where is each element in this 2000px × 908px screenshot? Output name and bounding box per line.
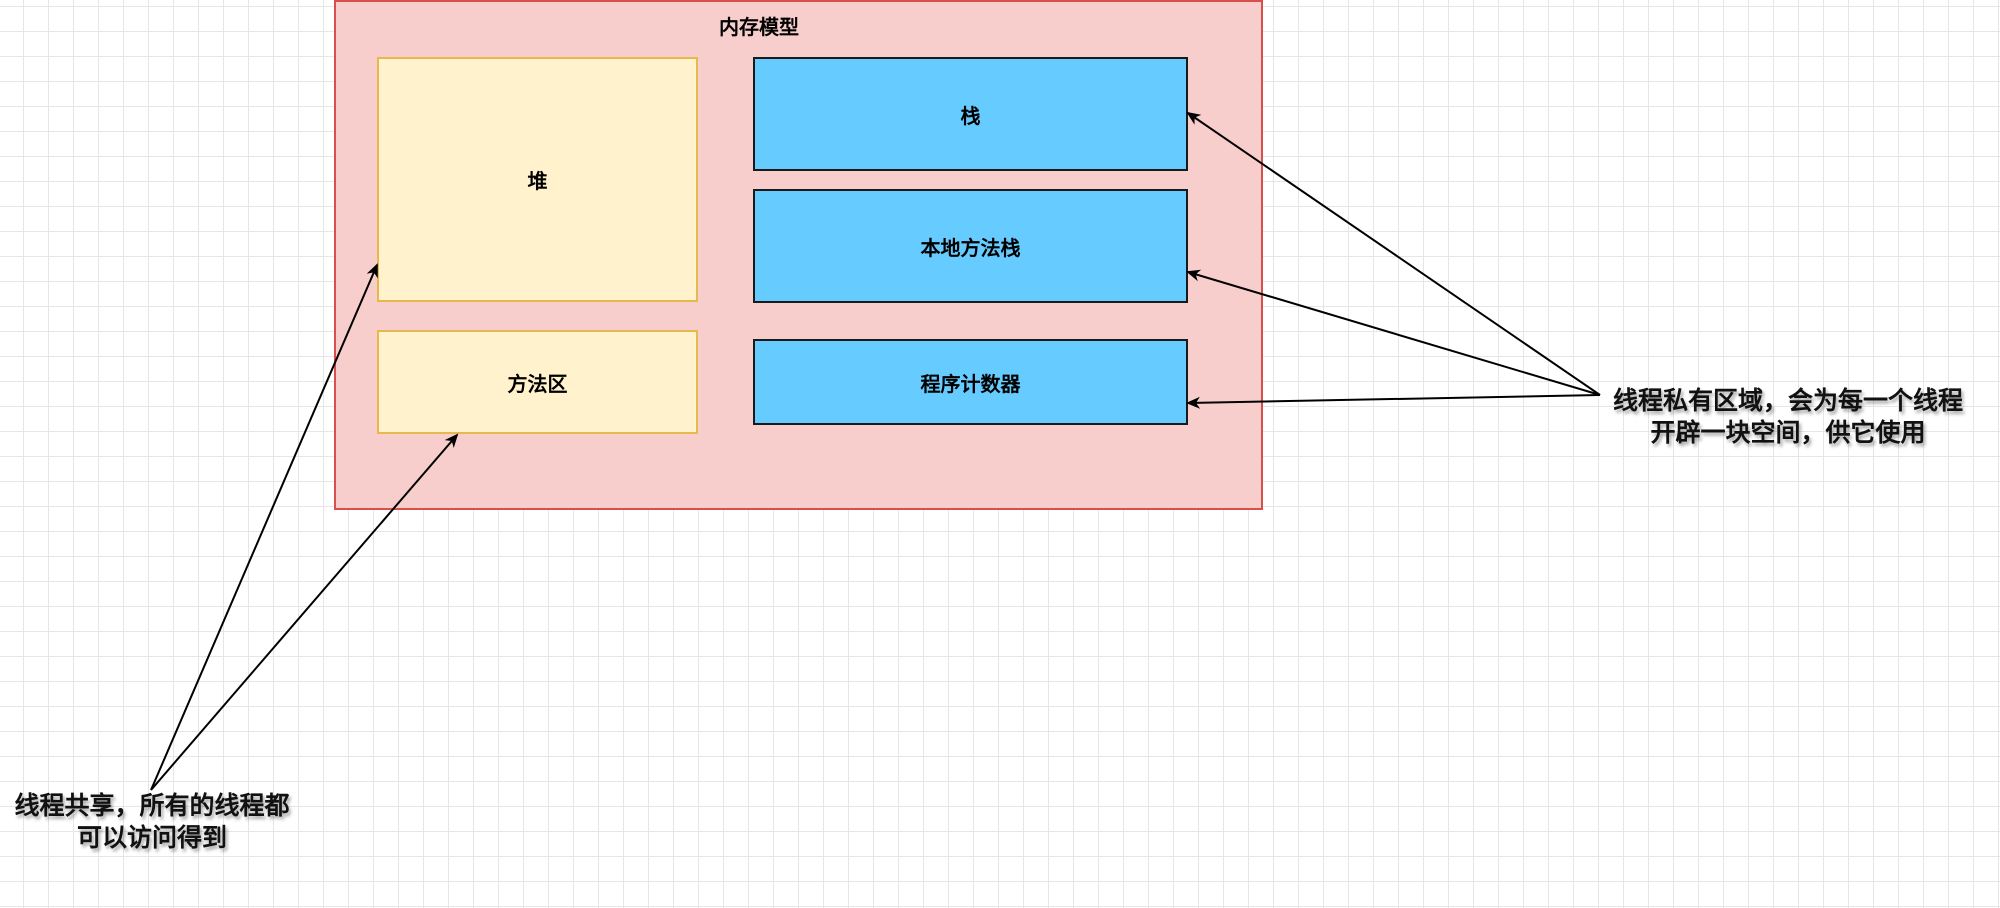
- method-area-box: 方法区: [377, 330, 698, 434]
- method-area-label: 方法区: [507, 371, 568, 396]
- native-method-stack-label: 本地方法栈: [920, 235, 1021, 260]
- thread-shared-note-line1: 线程共享，所有的线程都: [14, 791, 290, 820]
- stack-label: 栈: [960, 103, 981, 128]
- thread-private-note: 线程私有区域，会为每一个线程 开辟一块空间，供它使用: [1598, 385, 1978, 449]
- arrow-private-to-native-stack: [1186, 269, 1601, 396]
- stack-box: 栈: [753, 57, 1188, 171]
- thread-shared-note-line2: 可以访问得到: [76, 823, 227, 852]
- native-method-stack-box: 本地方法栈: [753, 189, 1188, 303]
- thread-private-note-line2: 开辟一块空间，供它使用: [1650, 418, 1926, 447]
- heap-box: 堆: [377, 57, 698, 302]
- arrow-shared-to-method-area: [150, 433, 459, 791]
- program-counter-box: 程序计数器: [753, 339, 1188, 425]
- arrow-private-to-program-counter: [1186, 394, 1601, 409]
- memory-model-title: 内存模型: [719, 15, 799, 39]
- thread-shared-note: 线程共享，所有的线程都 可以访问得到: [4, 790, 300, 854]
- heap-label: 堆: [527, 169, 548, 193]
- arrow-private-to-stack: [1186, 111, 1601, 396]
- thread-private-note-line1: 线程私有区域，会为每一个线程: [1612, 386, 1963, 415]
- program-counter-label: 程序计数器: [920, 371, 1021, 396]
- arrow-shared-to-heap: [150, 263, 378, 791]
